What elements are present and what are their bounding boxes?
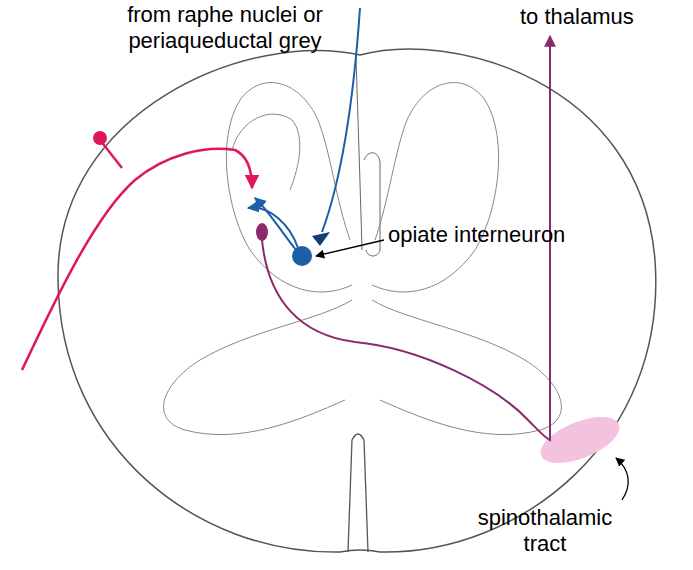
grey-matter-right <box>372 83 561 435</box>
interneuron-axon-branch <box>248 208 298 248</box>
dorsal-horn-inner <box>232 114 300 190</box>
cord-outline <box>58 49 656 552</box>
primary-afferent <box>22 149 252 370</box>
descending-terminal <box>312 232 330 246</box>
ventral-fissure <box>348 434 368 552</box>
descending-fiber <box>322 8 360 232</box>
dorsal-septum <box>356 58 362 250</box>
callout-label: opiate interneuron <box>388 222 565 248</box>
tract-label: spinothalamic tract <box>470 505 620 557</box>
grey-matter-left <box>164 83 352 435</box>
leader-line <box>616 458 628 500</box>
source-label: from raphe nuclei or periaqueductal grey <box>95 2 355 54</box>
afferent-stem <box>100 140 122 168</box>
afferent-cell-body <box>93 131 107 145</box>
dorsal-notch <box>364 153 380 256</box>
projection-neuron <box>256 223 268 241</box>
target-label: to thalamus <box>520 4 634 30</box>
leader-line <box>316 240 384 256</box>
interneuron-axon <box>255 198 296 250</box>
